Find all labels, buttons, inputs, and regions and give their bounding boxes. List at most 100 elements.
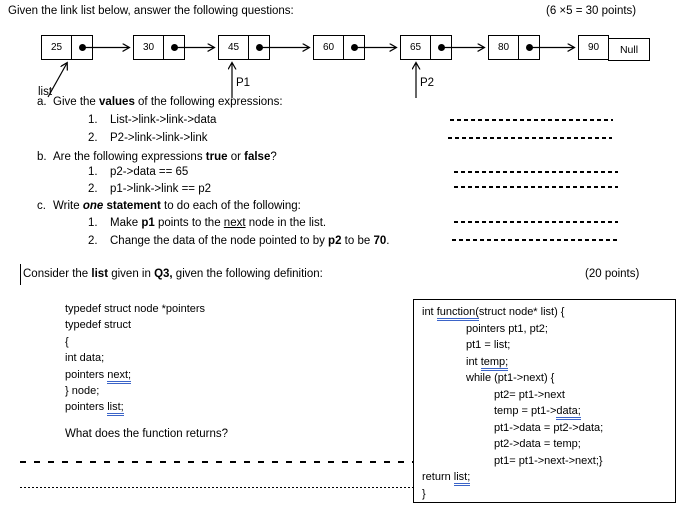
text-run: Write	[53, 200, 83, 212]
text-run-bold: 70	[373, 235, 387, 247]
node-data-cell: 30	[133, 35, 164, 60]
answer-line-a1[interactable]	[450, 119, 613, 121]
code-line: typedef struct	[65, 319, 132, 332]
answer-line-bottom2[interactable]	[20, 487, 413, 488]
pointer-dot-icon	[350, 44, 358, 51]
text-run: points to the	[154, 217, 224, 229]
pointer-dot-icon	[437, 44, 445, 51]
text-run: Change the data of the node pointed to b…	[110, 235, 329, 247]
code-line: } node;	[65, 385, 100, 398]
node-pointer-cell	[71, 35, 93, 60]
question-a-item1-text: List->link->link->data	[110, 114, 217, 126]
code-line: pt1->data = pt2->data;	[494, 421, 604, 434]
text-run: Are the following expressions	[53, 151, 206, 163]
text-run: temp = pt1->	[494, 405, 557, 417]
code-line: pointers next;	[65, 367, 205, 384]
question1-points: (6 ×5 = 30 points)	[546, 5, 637, 17]
answer-line-bottom1[interactable]	[20, 461, 413, 463]
question-b-item2-text: p1->link->link == p2	[110, 183, 212, 195]
list-node: 45	[218, 35, 270, 60]
question-a-item2-num: 2.	[88, 132, 98, 144]
list-node: 25	[41, 35, 93, 60]
question-b-item1-text: p2->data == 65	[110, 166, 189, 178]
pointer-dot-icon	[255, 44, 263, 51]
code-line: int data;	[65, 352, 105, 365]
code-line: while (pt1->next) {	[466, 372, 555, 384]
text-run-bold-italic: one	[82, 200, 104, 212]
text-run: struct node* list) {	[478, 306, 565, 318]
answer-line-b2[interactable]	[454, 186, 618, 188]
node-data-cell: 90	[578, 35, 609, 60]
text-run: ?	[270, 151, 277, 163]
question-a-item2-text: P2->link->link->link	[110, 132, 208, 144]
question2-title: Consider the list given in Q3, given the…	[23, 268, 323, 280]
code-line: pointers pt1, pt2;	[466, 322, 548, 335]
node-pointer-cell	[248, 35, 270, 60]
text-run-bold: false	[244, 151, 271, 163]
node-pointer-cell	[343, 35, 365, 60]
text-run: given the following definition:	[172, 268, 323, 280]
text-run: or	[227, 151, 245, 163]
text-run: return	[422, 471, 454, 483]
answer-line-b1[interactable]	[454, 171, 618, 173]
text-run-bold: p1	[141, 217, 155, 229]
null-cell: Null	[608, 38, 650, 61]
text-run: given in	[108, 268, 155, 280]
text-run-bold: list	[91, 268, 109, 280]
text-run: .	[386, 235, 390, 247]
question-c-text: Write one statement to do each of the fo…	[53, 200, 301, 212]
function-code-box: int function(struct node* list) { pointe…	[413, 299, 676, 503]
text-run: pointers	[65, 368, 108, 381]
answer-line-a2[interactable]	[448, 137, 612, 139]
text-run-bold: true	[205, 151, 228, 163]
question-c-item1-text: Make p1 points to the next node in the l…	[110, 217, 326, 229]
code-line: pt2->data = temp;	[494, 438, 581, 450]
text-run: int	[466, 355, 481, 368]
question-c-item1-num: 1.	[88, 217, 98, 229]
text-run: Consider the	[23, 268, 92, 280]
code-line: pt1= pt1->next->next;}	[494, 454, 603, 467]
code-line: }	[422, 487, 426, 500]
p1-label: P1	[236, 77, 251, 89]
code-line: {	[65, 335, 69, 348]
text-run-spellcheck: function(	[436, 306, 479, 321]
list-node: 30	[133, 35, 185, 60]
node-data-cell: 45	[218, 35, 249, 60]
text-run-spellcheck: list;	[107, 401, 124, 417]
p2-label: P2	[420, 77, 435, 89]
text-run-underline: next	[223, 217, 246, 229]
text-run-bold: statement	[103, 200, 161, 212]
text-run: int	[422, 306, 437, 318]
node-pointer-cell	[430, 35, 452, 60]
question-b-label: b.	[37, 151, 47, 163]
question-c-item2-num: 2.	[88, 235, 98, 247]
code-line: int temp;	[414, 354, 675, 371]
answer-line-c1[interactable]	[454, 221, 618, 223]
list-node: 60	[313, 35, 365, 60]
node-data-cell: 65	[400, 35, 431, 60]
function-returns-question: What does the function returns?	[65, 428, 229, 440]
node-data-cell: 60	[313, 35, 344, 60]
question-b-item2-num: 2.	[88, 183, 98, 195]
list-node: 90 Null	[578, 35, 650, 61]
text-run-spellcheck: temp;	[480, 355, 509, 371]
text-run-spellcheck: data;	[556, 405, 581, 420]
node-data-cell: 25	[41, 35, 72, 60]
code-line: pt1 = list;	[466, 339, 511, 351]
code-line: int function(struct node* list) {	[414, 304, 675, 321]
text-run: of the following expressions:	[134, 96, 283, 108]
text-run-spellcheck: next;	[107, 368, 132, 384]
text-run-spellcheck: list;	[453, 471, 471, 486]
text-run-bold: p2	[328, 235, 342, 247]
question-c-label: c.	[37, 200, 46, 212]
question-b-item1-num: 1.	[88, 166, 98, 178]
list-node: 80	[488, 35, 540, 60]
text-run: Give the	[53, 96, 100, 108]
question-c-item2-text: Change the data of the node pointed to b…	[110, 235, 389, 247]
question-a-label: a.	[37, 96, 47, 108]
answer-line-c2[interactable]	[452, 239, 618, 241]
question2-points: (20 points)	[585, 268, 640, 280]
text-run: to be	[341, 235, 374, 247]
text-run: to do each of the following:	[160, 200, 301, 212]
